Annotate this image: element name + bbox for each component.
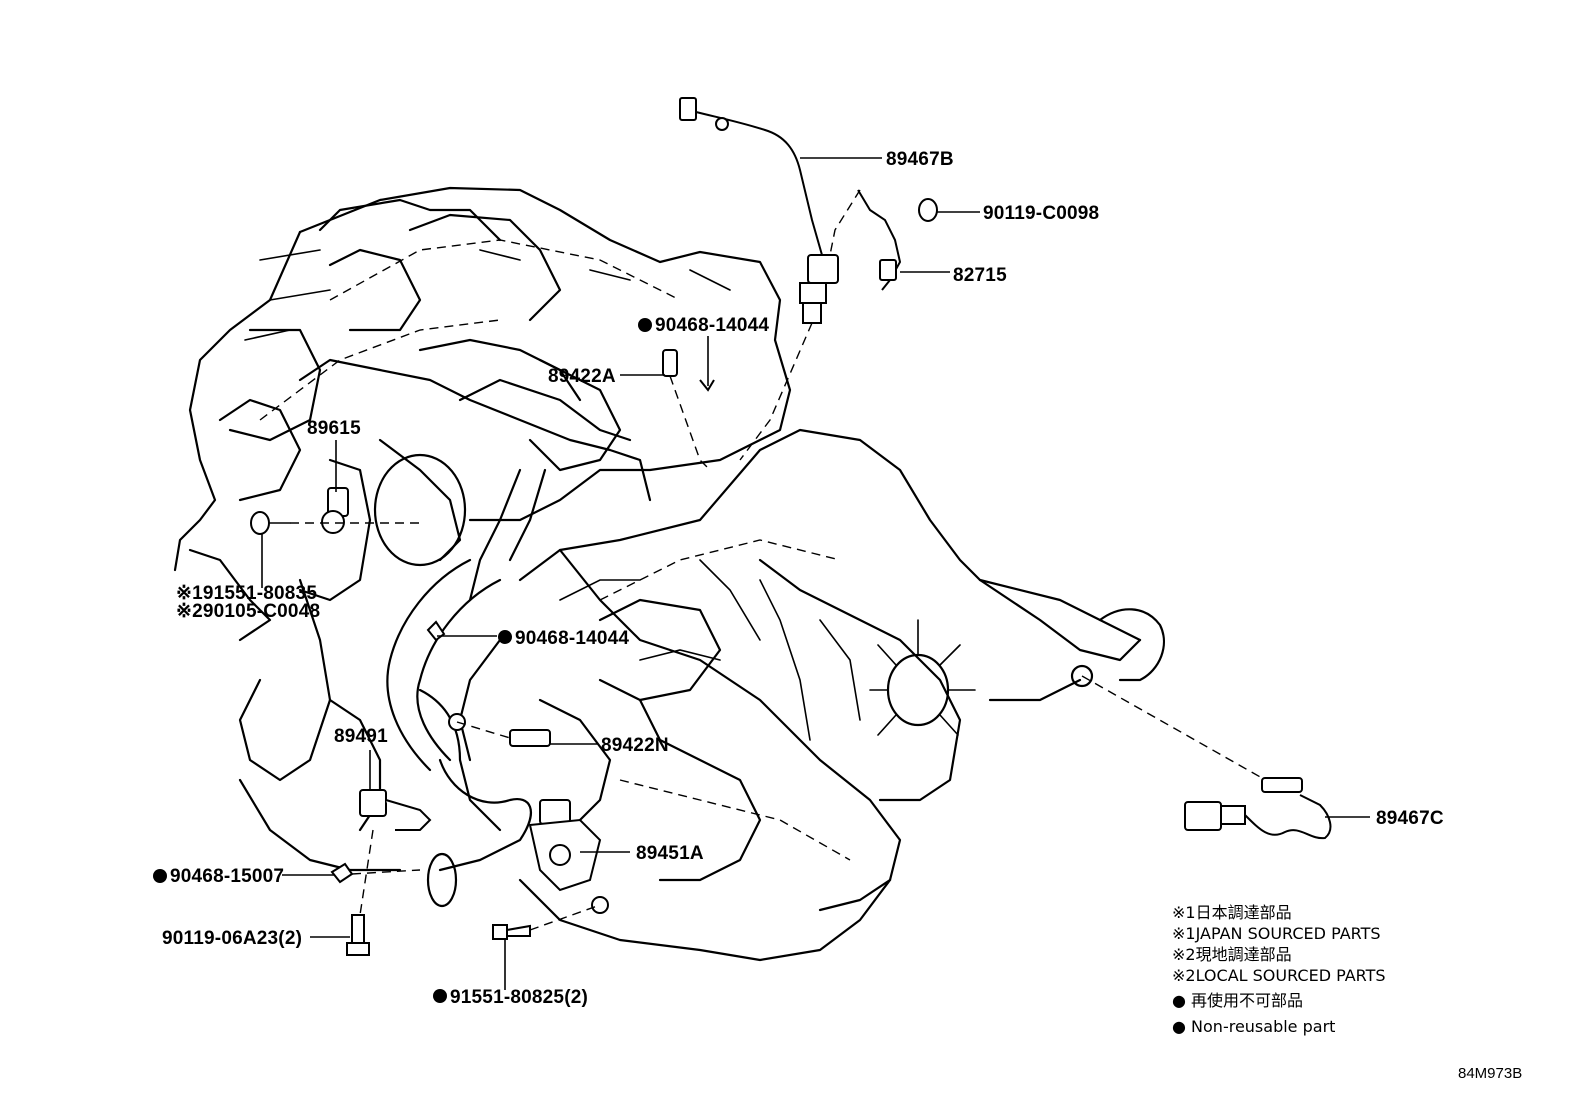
label-89422A: 89422A bbox=[548, 366, 616, 387]
legend: ※1日本調達部品 ※1JAPAN SOURCED PARTS ※2現地調達部品 … bbox=[1172, 903, 1386, 1036]
label-89422N: 89422N bbox=[601, 735, 669, 756]
label-91551-80825: 91551-80825(2) bbox=[450, 987, 588, 1008]
legend-line-1: ※1日本調達部品 bbox=[1172, 903, 1292, 922]
part-89491-sensor bbox=[359, 789, 432, 831]
part-89422N-sensor bbox=[448, 713, 551, 747]
label-90119-06A23: 90119-06A23(2) bbox=[162, 928, 302, 949]
leader-lines bbox=[261, 157, 1370, 990]
legend-line-5: ● 再使用不可部品 bbox=[1172, 991, 1303, 1010]
part-89467B-sensor bbox=[679, 97, 839, 324]
legend-line-6: ● Non-reusable part bbox=[1172, 1017, 1335, 1036]
diagram-code: 84M973B bbox=[1458, 1065, 1522, 1082]
non-reusable-dot bbox=[498, 630, 512, 644]
label-90468-15007: 90468-15007 bbox=[170, 866, 284, 887]
label-89467C: 89467C bbox=[1376, 808, 1444, 829]
transmission-drawing bbox=[238, 428, 1165, 962]
part-89615-sensor bbox=[250, 487, 349, 535]
legend-line-4: ※2LOCAL SOURCED PARTS bbox=[1172, 966, 1386, 985]
non-reusable-dot bbox=[153, 869, 167, 883]
part-90468-14044-clip bbox=[426, 620, 446, 642]
part-91551-80825-bolt bbox=[492, 924, 531, 940]
part-89451A-switch bbox=[528, 799, 609, 914]
engine-block-drawing bbox=[173, 186, 792, 642]
label-90468-14044-lower: 90468-14044 bbox=[515, 628, 629, 649]
non-reusable-dot bbox=[433, 989, 447, 1003]
part-90119-C0098-bolt bbox=[918, 198, 938, 222]
label-89451A: 89451A bbox=[636, 843, 704, 864]
label-89491: 89491 bbox=[334, 726, 388, 747]
label-90468-14044-upper: 90468-14044 bbox=[655, 315, 769, 336]
label-90119-C0098: 90119-C0098 bbox=[983, 203, 1099, 224]
part-89467C-sensor bbox=[1184, 777, 1332, 840]
part-89422A-sensor bbox=[662, 349, 715, 392]
legend-line-2: ※1JAPAN SOURCED PARTS bbox=[1172, 924, 1381, 943]
non-reusable-dot bbox=[638, 318, 652, 332]
part-90119-06A23-bolt bbox=[346, 914, 370, 956]
installation-dashed-lines bbox=[290, 189, 1263, 931]
part-82715-wire-clamp bbox=[857, 189, 902, 291]
label-90105-C0048: ※290105-C0048 bbox=[176, 601, 320, 622]
legend-line-3: ※2現地調達部品 bbox=[1172, 945, 1292, 964]
label-91551-80835: ※191551-80835 bbox=[176, 583, 317, 604]
hose-drawing bbox=[386, 468, 547, 908]
label-89615: 89615 bbox=[307, 418, 361, 439]
label-89467B: 89467B bbox=[886, 149, 954, 170]
label-82715: 82715 bbox=[953, 265, 1007, 286]
